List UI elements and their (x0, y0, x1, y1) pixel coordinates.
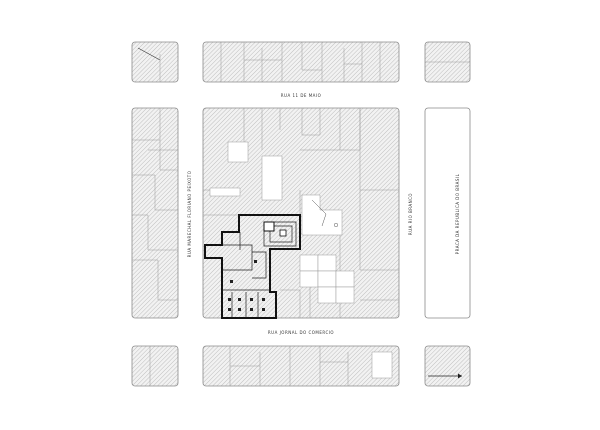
block-middle-left (131, 107, 179, 319)
block-bottom-left (131, 345, 179, 387)
block-top-center (202, 41, 400, 83)
block-bottom-center (202, 345, 400, 387)
block-bottom-right (424, 345, 471, 387)
street-label-far-right: PRACA DA REPUBLICA DO BRASIL (455, 173, 460, 254)
block-top-right (424, 41, 471, 83)
street-label-left: RUA MARECHAL FLORIANO PEIXOTO (187, 171, 192, 258)
highlighted-building (204, 214, 301, 319)
block-main (202, 107, 400, 319)
street-label-top: RUA 11 DE MAIO (281, 93, 321, 98)
scale-bar-icon (428, 373, 462, 379)
street-label-middle-right: RUA RIO BRANCO (408, 193, 413, 235)
north-arrow-icon (137, 47, 161, 61)
block-top-left (131, 41, 179, 83)
street-label-bottom: RUA JORNAL DO COMERCIO (268, 330, 334, 335)
block-square (424, 107, 471, 319)
